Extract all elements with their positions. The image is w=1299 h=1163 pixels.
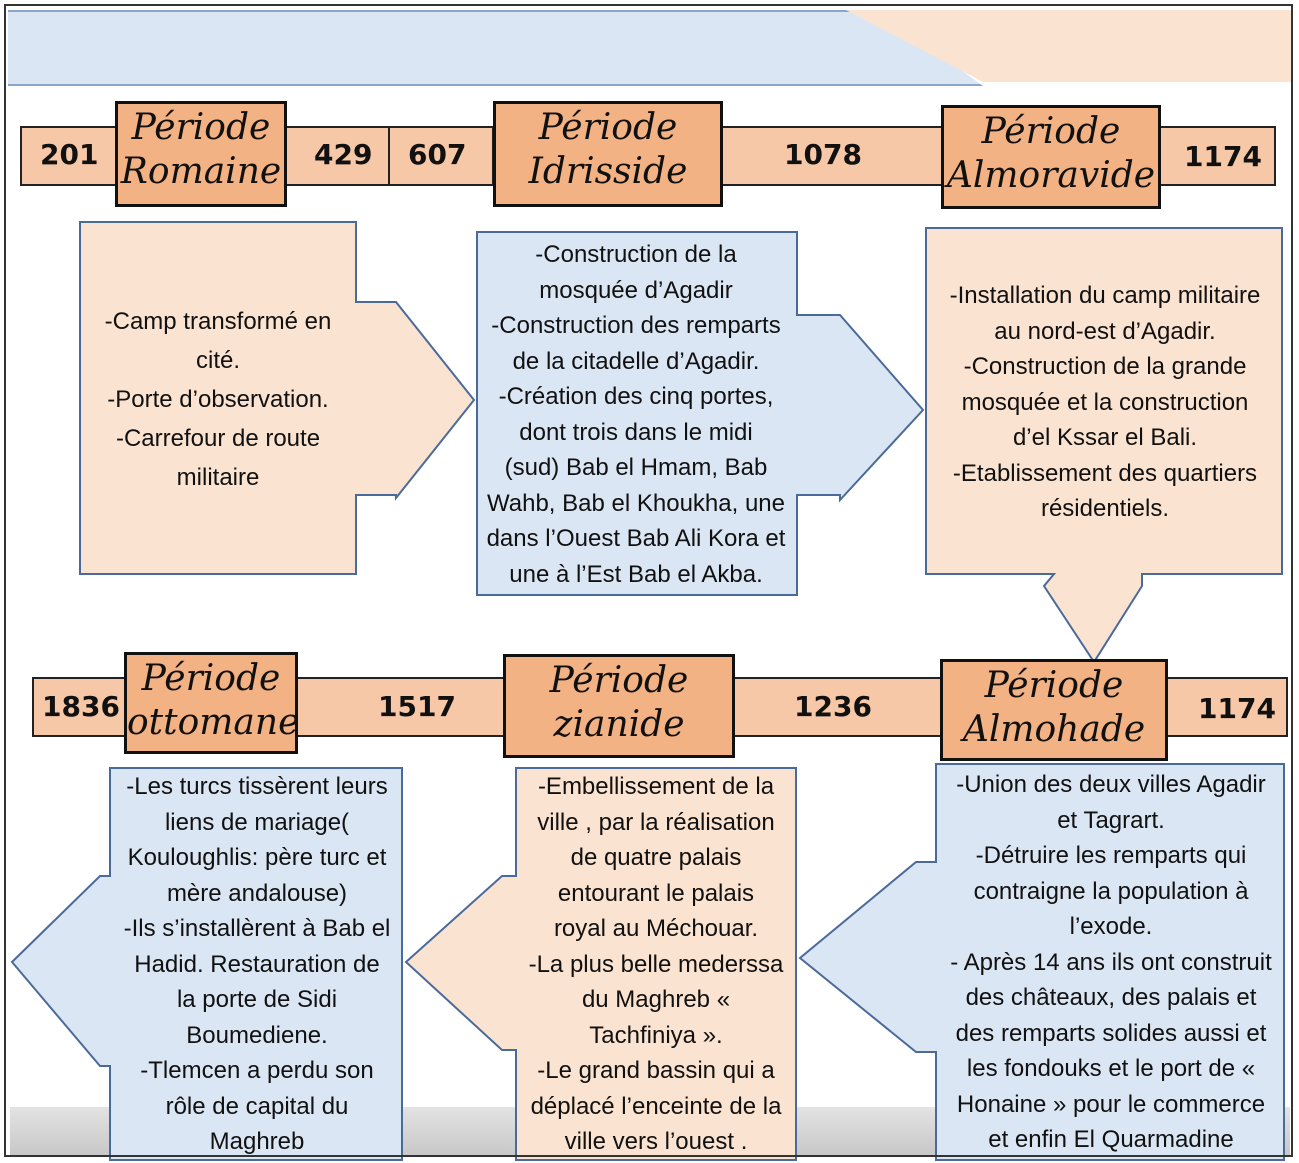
text-line: Hadid. Restauration de [134,950,380,978]
text-line: Boumediene. [186,1021,328,1049]
text-line: d’el Kssar el Bali. [1012,424,1198,451]
period-almohade-line1: Période [984,665,1124,706]
text-line: du Maghreb « [581,986,731,1013]
year-201: 201 [40,138,99,171]
year-1078: 1078 [784,138,862,171]
arrow-right-idrisside [476,231,925,596]
header-band-blue [8,10,983,86]
period-idrisside-line2: Idrisside [528,151,688,192]
text-line: (sud) Bab el Hmam, Bab [504,454,768,481]
year-1174-top: 1174 [1184,140,1262,173]
arrow-left-zianide [404,767,797,1161]
period-ottomane: Période ottomane [124,652,300,754]
text-line: et enfin El Quarmadine [988,1126,1234,1153]
period-zianide-line2: zianide [553,704,685,745]
text-line: Kouloughlis: père turc et [127,844,387,871]
text-line: cité. [195,347,240,374]
text-line: -La plus belle mederssa [528,950,784,978]
text-line: mosquée d’Agadir [539,276,733,304]
text-line: -Construction de la [535,241,737,268]
text-line: Honaine » pour le commerce [956,1090,1266,1118]
text-line: de quatre palais [570,844,742,871]
period-idrisside: Période Idrisside [493,101,723,207]
period-almohade: Période Almohade [940,659,1168,761]
text-line: de la citadelle d’Agadir. [512,347,760,375]
arrow-left-almohade [798,763,1285,1161]
text-line: des remparts solides aussi et [955,1019,1267,1047]
text-line: la porte de Sidi [176,986,338,1013]
year-1836: 1836 [42,690,120,723]
text-line: -Tlemcen a perdu son [140,1057,374,1084]
text-line: l’exode. [1069,913,1153,940]
text-almoravide: -Installation du camp militaire au nord-… [928,278,1282,527]
year-1174-bottom: 1174 [1198,692,1276,725]
year-607: 607 [408,138,467,171]
text-line: -Porte d’observation. [107,386,329,413]
text-line: -Détruire les remparts qui [975,842,1247,869]
period-zianide: Période zianide [503,654,735,758]
text-line: mosquée et la construction [961,388,1249,416]
text-line: -Union des deux villes Agadir [956,771,1266,798]
text-line: -Ils s’installèrent à Bab el [123,915,391,942]
year-1517: 1517 [378,690,456,723]
period-almohade-line2: Almohade [962,709,1146,750]
text-line: ville vers l’ouest . [564,1128,748,1155]
text-line: mère andalouse) [166,879,348,907]
text-line: Tachfiniya ». [589,1021,723,1049]
text-line: -Le grand bassin qui a [537,1057,775,1084]
text-line: et Tagrart. [1057,806,1165,834]
text-line: - Après 14 ans ils ont construit [950,948,1272,976]
period-idrisside-line1: Période [538,107,678,148]
year-429: 429 [314,138,373,171]
text-line: ville , par la réalisation [537,808,775,836]
year-1236: 1236 [794,690,872,723]
text-line: au nord-est d’Agadir. [994,317,1216,345]
text-line: -Carrefour de route [115,425,321,452]
text-line: liens de mariage( [164,808,350,836]
period-romaine-line1: Période [131,107,271,148]
arrow-down-almoravide [925,227,1283,664]
text-line: dans l’Ouest Bab Ali Kora et [486,525,786,552]
period-romaine-line2: Romaine [120,151,282,192]
text-line: -Construction des remparts [491,312,781,339]
text-line: -Création des cinq portes, [498,383,774,410]
outer-frame [4,4,1293,1157]
text-line: résidentiels. [1040,495,1170,522]
text-line: -Etablissement des quartiers [952,459,1258,487]
text-line: rôle de capital du [165,1092,349,1120]
text-line: royal au Méchouar. [553,915,759,942]
text-line: -Camp transformé en [104,308,332,335]
text-line: les fondouks et le port de « [966,1055,1256,1082]
text-line: -Construction de la grande [963,353,1247,380]
text-line: militaire [176,464,260,491]
text-line: déplacé l’enceinte de la [530,1092,782,1120]
text-line: Wahb, Bab el Khoukha, une [487,489,785,517]
text-romaine: -Camp transformé en cité. -Porte d’obser… [82,302,354,497]
period-ottomane-line1: Période [141,658,281,699]
text-line: une à l’Est Bab el Akba. [509,560,763,588]
period-almoravide-line1: Période [981,111,1121,152]
text-line: -Embellissement de la [537,773,775,800]
period-almoravide-line2: Almoravide [946,155,1156,196]
period-romaine: Période Romaine [115,101,287,207]
arrow-left-ottomane [10,767,403,1161]
text-line: contraigne la population à [973,877,1249,905]
text-line: entourant le palais [557,879,755,907]
text-line: des châteaux, des palais et [965,984,1257,1011]
text-idrisside: -Construction de la mosquée d’Agadir -Co… [478,237,794,592]
text-line: -Installation du camp militaire [949,282,1261,309]
period-ottomane-line2: ottomane [127,702,300,743]
arrow-right-romaine [79,221,476,575]
text-almohade: -Union des deux villes Agadir et Tagrart… [938,767,1284,1158]
period-almoravide: Période Almoravide [941,105,1161,209]
text-ottomane: -Les turcs tissèrent leurs liens de mari… [112,769,402,1160]
text-line: dont trois dans le midi [519,418,753,446]
period-zianide-line1: Période [549,660,689,701]
text-zianide: -Embellissement de la ville , par la réa… [518,769,794,1160]
text-line: -Les turcs tissèrent leurs [126,773,388,800]
text-line: Maghreb [209,1128,305,1155]
